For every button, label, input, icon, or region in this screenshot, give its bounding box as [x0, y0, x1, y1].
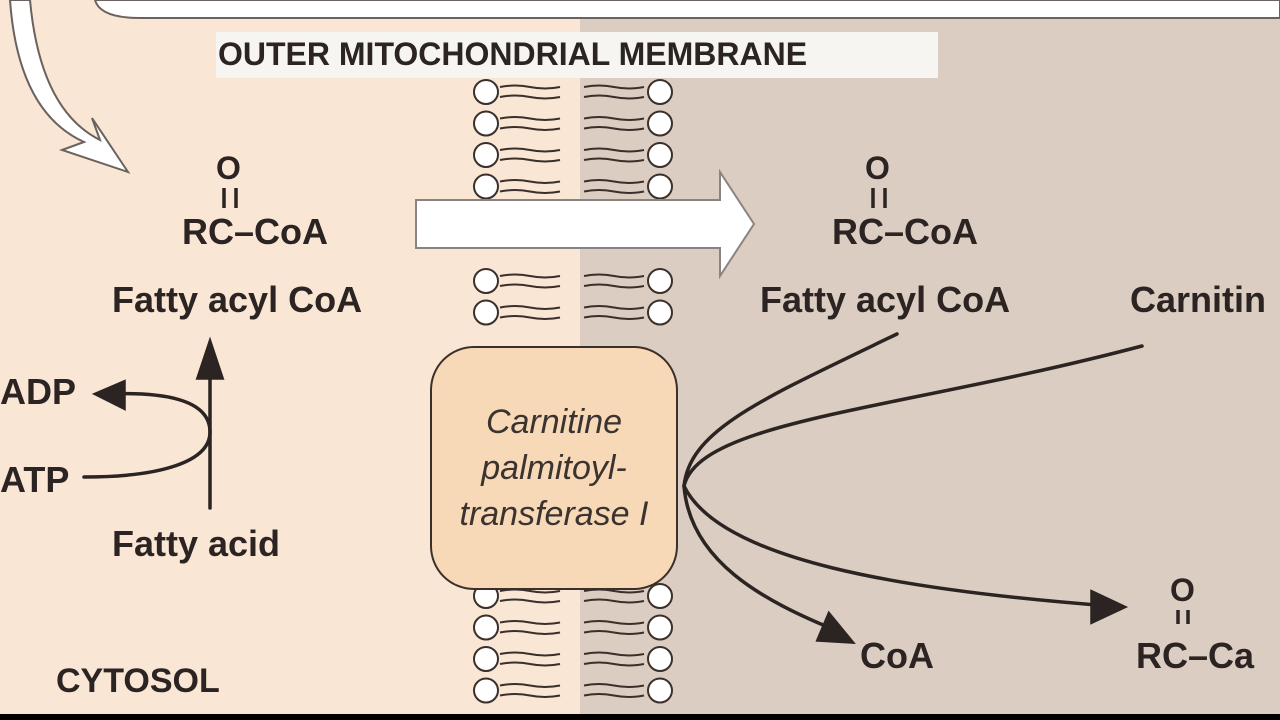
cpt1-enzyme-box: Carnitine palmitoyl- transferase I [430, 346, 678, 590]
phospholipid-row [473, 79, 673, 105]
phospholipid-row [473, 110, 673, 137]
intermembrane-region [580, 0, 1280, 714]
enzyme-line-2: palmitoyl- [481, 449, 627, 487]
membrane-title-box [216, 32, 938, 78]
adp-label: ADP [0, 371, 77, 412]
transport-arrow-icon [415, 168, 756, 280]
phospholipid-row [473, 268, 673, 294]
cytosol-label: CYTOSOL [56, 662, 220, 700]
carnitine-label: Carnitin [1130, 279, 1267, 320]
phospholipid-row [473, 173, 673, 200]
atp-label: ATP [0, 459, 70, 500]
phospholipid-row [473, 646, 673, 672]
coa-output-curve [682, 484, 842, 634]
product-oxygen: O [1170, 572, 1195, 608]
right-oxygen: O [865, 150, 890, 186]
right-formula: RC–CoA [832, 211, 979, 252]
lipid-bilayer [473, 79, 673, 704]
coa-arrowhead-icon [815, 610, 856, 644]
curved-arrow-shaft [82, 391, 212, 479]
left-fatty-acyl-coa: Fatty acyl CoA [112, 279, 363, 320]
enzyme-line-3: transferase I [459, 495, 649, 533]
left-oxygen: O [216, 150, 241, 186]
cpt-arrows [682, 332, 1144, 644]
enzyme-line-1: Carnitine [485, 403, 623, 441]
fatty-acid-label: Fatty acid [112, 523, 281, 564]
membrane-title: OUTER MITOCHONDRIAL MEMBRANE [218, 36, 808, 72]
activation-arrows [82, 336, 225, 510]
phospholipid-row [473, 299, 673, 326]
acyl-coa-input-curve [682, 332, 899, 488]
acylcarnitine-output-curve [682, 484, 1112, 608]
phospholipid-row [473, 583, 673, 609]
carnitine-input-curve [682, 344, 1144, 488]
left-formula: RC–CoA [182, 211, 329, 252]
right-fatty-acyl-coa: Fatty acyl CoA [760, 279, 1011, 320]
acylcarnitine-formula: RC–Ca [1136, 635, 1255, 676]
phospholipid-row [473, 142, 673, 168]
curved-arrow-icon [8, 0, 1280, 174]
double-bonds [222, 188, 1190, 624]
coa-label: CoA [860, 635, 934, 676]
vertical-arrowhead-icon [195, 336, 225, 380]
phospholipid-row [473, 614, 673, 641]
adp-arrowhead-icon [91, 379, 126, 411]
phospholipid-row [473, 677, 673, 704]
acylcarnitine-arrowhead-icon [1090, 589, 1129, 625]
